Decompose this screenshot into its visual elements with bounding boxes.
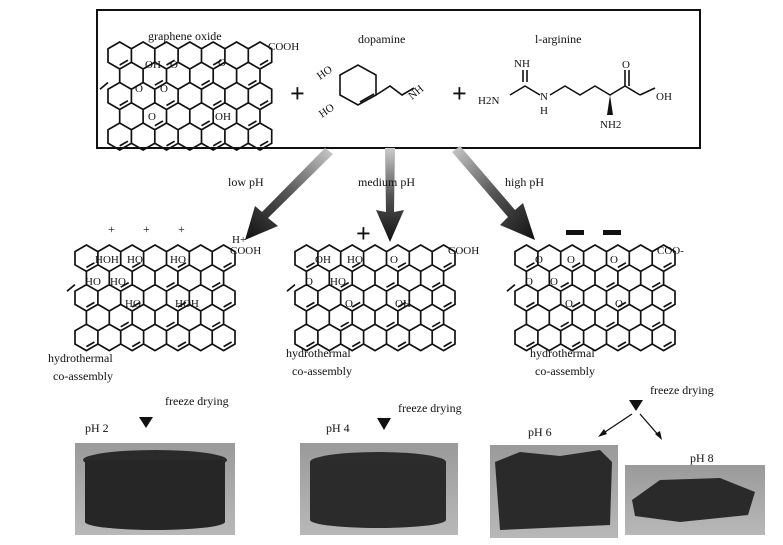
freeze-drying-label: freeze drying (165, 394, 229, 408)
arginine-nh: NH (514, 58, 530, 70)
functional-group-label: O (615, 298, 623, 310)
functional-group-label: O (305, 276, 313, 288)
dopamine-label: dopamine (358, 32, 405, 46)
dopamine-ho: HO (317, 101, 337, 120)
hydrothermal-label: hydrothermal (48, 351, 113, 365)
dotted-arrow-ph4 (377, 350, 391, 430)
coassembly-label: co-assembly (535, 364, 595, 378)
freeze-drying-label: freeze drying (650, 383, 714, 397)
functional-group-label: HO (330, 276, 346, 288)
aerogel-photo-ph2 (75, 443, 235, 535)
plus-sign: + (452, 79, 467, 108)
l-arginine-structure (509, 70, 656, 96)
aerogel-photo-ph4 (300, 443, 458, 535)
positive-charge: + (143, 222, 150, 236)
sample-label-ph4: pH 4 (326, 421, 350, 435)
arrow-medium-ph (376, 148, 404, 242)
state-high-acid: COO- (657, 245, 684, 257)
dotted-arrow-ph2 (139, 356, 153, 428)
functional-group-label: O (610, 254, 618, 266)
hexagon-lattice (286, 244, 456, 352)
functional-group-label: O (390, 254, 398, 266)
dopamine-nh: NH (406, 83, 426, 102)
sample-label-ph8: pH 8 (690, 451, 714, 465)
go-o: O (218, 57, 226, 69)
positive-charge: + (108, 222, 115, 236)
functional-group-label: HO (85, 276, 101, 288)
functional-group-label: O (525, 276, 533, 288)
positive-charge: + (178, 222, 185, 236)
h-plus-label: H+ (232, 234, 246, 246)
go-o: O (170, 59, 178, 71)
high-ph-label: high pH (505, 175, 544, 189)
freeze-drying-label: freeze drying (398, 401, 462, 415)
go-cooh: COOH (268, 41, 299, 53)
sample-label-ph2: pH 2 (85, 421, 109, 435)
arrow-low-ph (245, 148, 333, 240)
functional-group-label: OH (315, 254, 331, 266)
low-ph-label: low pH (228, 175, 264, 189)
hydrothermal-label: hydrothermal (530, 346, 595, 360)
graphene-low-ph-structure (66, 244, 236, 352)
functional-group-label: HOH (175, 298, 199, 310)
functional-group-label: HO (125, 298, 141, 310)
hexagon-lattice (99, 41, 273, 151)
dotted-arrow-ph6-ph8 (598, 352, 662, 440)
arginine-nh2: NH2 (600, 119, 621, 131)
coassembly-label: co-assembly (53, 369, 113, 383)
go-oh: OH (215, 111, 231, 123)
go-o: O (148, 111, 156, 123)
arginine-n: N (540, 91, 548, 103)
functional-group-label: O (535, 254, 543, 266)
hexagon-lattice (66, 244, 236, 352)
graphene-oxide-structure (99, 41, 273, 151)
functional-group-label: O (345, 298, 353, 310)
arginine-h: H (540, 105, 548, 117)
go-o: O (160, 83, 168, 95)
go-o: O (135, 83, 143, 95)
arginine-o: O (622, 59, 630, 71)
medium-ph-label: medium pH (358, 175, 415, 189)
hydrothermal-label: hydrothermal (286, 346, 351, 360)
l-arginine-label: l-arginine (535, 32, 581, 46)
hexagon-lattice (506, 244, 676, 352)
aerogel-photo-ph6 (490, 445, 618, 538)
arrow-high-ph (452, 146, 535, 240)
aerogel-photo-ph8 (625, 465, 765, 535)
reactant-box (96, 9, 701, 149)
functional-group-label: O (565, 298, 573, 310)
go-oh: OH (145, 59, 161, 71)
functional-group-label: HO (170, 254, 186, 266)
graphene-medium-ph-structure (286, 244, 456, 352)
positive-charge: + (356, 219, 371, 248)
sample-label-ph6: pH 6 (528, 425, 552, 439)
functional-group-label: HOH (95, 254, 119, 266)
arginine-oh: OH (656, 91, 672, 103)
graphene-high-ph-structure (506, 244, 676, 352)
wedge-bond (607, 95, 613, 115)
coassembly-label: co-assembly (292, 364, 352, 378)
functional-group-label: HO (347, 254, 363, 266)
functional-group-label: HO (110, 276, 126, 288)
functional-group-label: OH (395, 298, 411, 310)
dopamine-structure (339, 64, 415, 106)
arginine-h2n: H2N (478, 95, 499, 107)
graphene-oxide-label: graphene oxide (148, 29, 222, 43)
negative-charge (566, 230, 584, 235)
plus-sign: + (290, 79, 305, 108)
negative-charge (603, 230, 621, 235)
functional-group-label: HO (127, 254, 143, 266)
functional-group-label: O (550, 276, 558, 288)
functional-group-label: O (567, 254, 575, 266)
state-low-acid: COOH (230, 245, 261, 257)
dopamine-ho: HO (315, 63, 335, 82)
